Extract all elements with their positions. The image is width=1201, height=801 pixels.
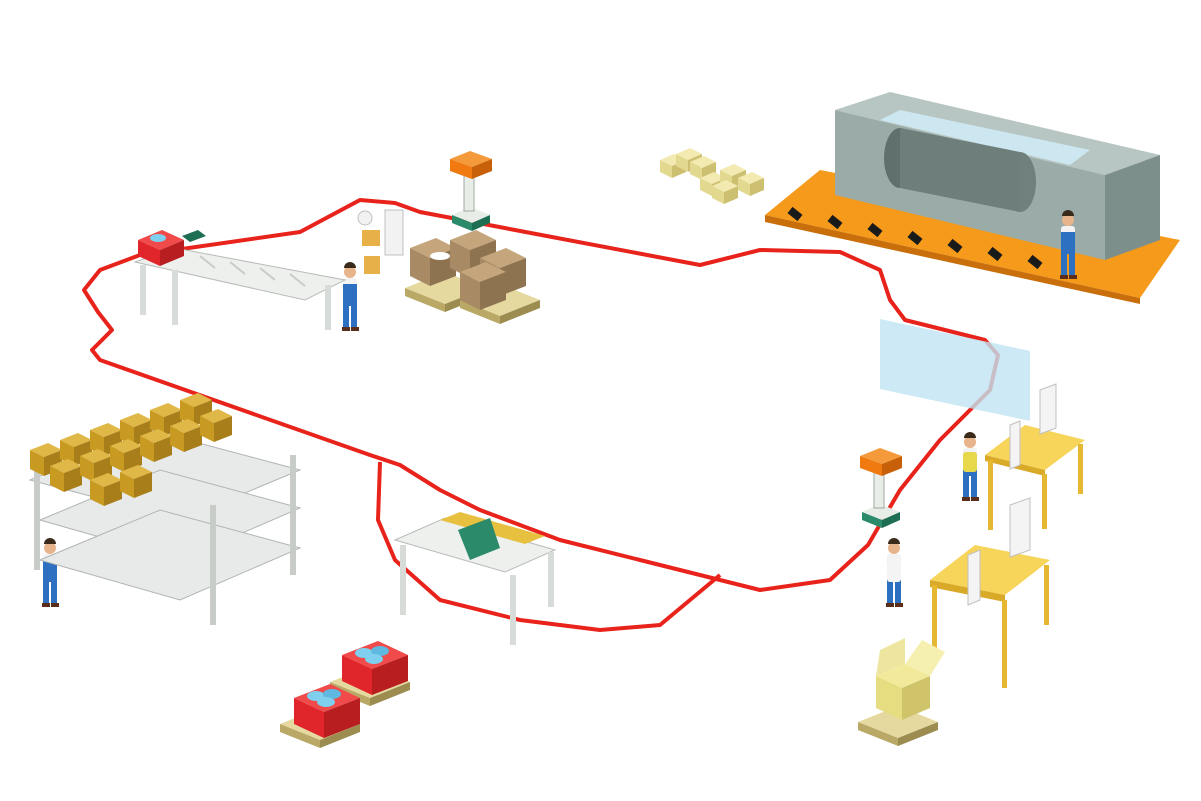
- cardboard-box-pallets: [405, 230, 540, 324]
- roller-conveyor: [133, 230, 347, 330]
- worker-conveyor: [342, 262, 359, 331]
- light-box-pallets: [660, 148, 764, 204]
- robotic-arm: [357, 209, 404, 274]
- worker-station-top: [962, 432, 979, 501]
- worker-station-bottom: [886, 538, 903, 607]
- storage-rack: [28, 393, 302, 625]
- gantry-conveyor: [393, 512, 557, 645]
- open-box-pallet: [858, 638, 945, 746]
- agv-robot-crate-right: [859, 447, 903, 529]
- red-crate-pallets: [280, 641, 410, 748]
- agv-robot-crate-top: [449, 150, 493, 232]
- yellow-workstations: [930, 383, 1085, 688]
- cnc-lathe-machine: [835, 92, 1160, 421]
- worker-rack: [42, 538, 59, 607]
- agv-track-loop: [82, 198, 1000, 632]
